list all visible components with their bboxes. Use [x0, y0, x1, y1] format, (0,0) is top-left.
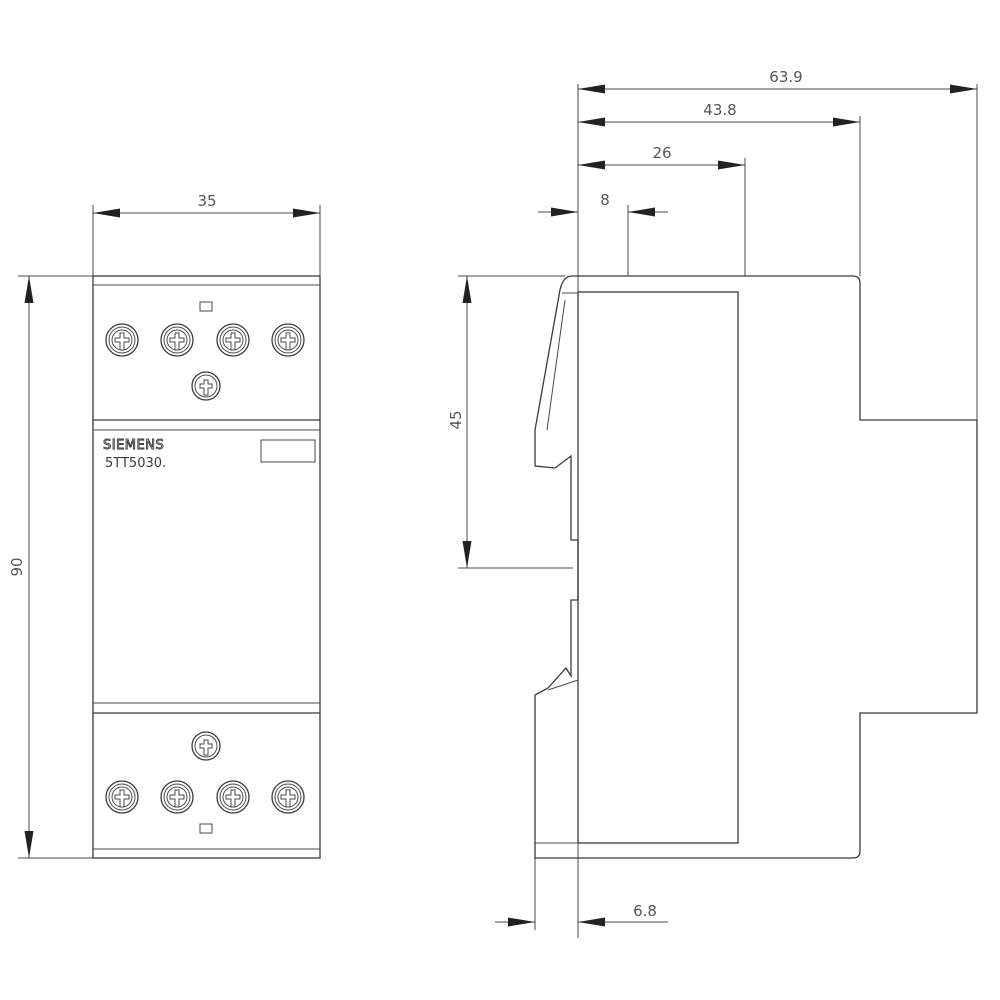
- top-coil-screw: [191, 371, 221, 401]
- bottom-terminal-screw-1: [105, 780, 139, 814]
- dimension-mid-depth: 26: [578, 144, 746, 276]
- dim-front-depth-label: 43.8: [703, 101, 736, 119]
- dim-mid-depth-label: 26: [652, 144, 671, 162]
- dim-bottom-offset-label: 6.8: [633, 902, 657, 920]
- bottom-terminal-screw-2: [160, 780, 194, 814]
- bottom-indicator-slot: [199, 823, 213, 834]
- bottom-terminal-screw-4: [271, 780, 305, 814]
- dim-height-label: 90: [8, 557, 26, 576]
- side-front-face: [577, 291, 739, 844]
- top-terminal-screw-3: [216, 323, 250, 357]
- top-terminal-screw-1: [105, 323, 139, 357]
- dimension-width: 35: [92, 192, 321, 285]
- dim-total-depth-label: 63.9: [769, 68, 802, 86]
- model-number: 5TT5030.: [105, 456, 166, 471]
- side-housing-outline: [534, 275, 978, 859]
- bottom-terminal-screw-3: [216, 780, 250, 814]
- dimension-total-depth: 63.9: [578, 68, 978, 428]
- dimension-bottom-offset: 6.8: [495, 858, 668, 930]
- side-view: 63.9 43.8 26 8: [447, 68, 978, 938]
- top-terminal-screw-4: [271, 323, 305, 357]
- dimension-height: 90: [8, 275, 320, 859]
- dimension-front-depth: 43.8: [578, 101, 861, 276]
- top-terminal-screw-2: [160, 323, 194, 357]
- brand-logo: SIEMENS: [103, 438, 164, 453]
- dim-offset-label: 8: [600, 191, 610, 209]
- bottom-coil-screw: [191, 731, 221, 761]
- dim-width-label: 35: [197, 192, 216, 210]
- dim-rail-height-label: 45: [447, 410, 465, 429]
- label-field: [260, 439, 316, 463]
- dimension-offset: 8: [538, 191, 668, 276]
- dimension-rail-height: 45: [447, 275, 573, 569]
- front-housing: [92, 275, 321, 859]
- front-view: 35 90 SIEMENS 5TT5030.: [8, 192, 321, 859]
- top-indicator-slot: [199, 301, 213, 312]
